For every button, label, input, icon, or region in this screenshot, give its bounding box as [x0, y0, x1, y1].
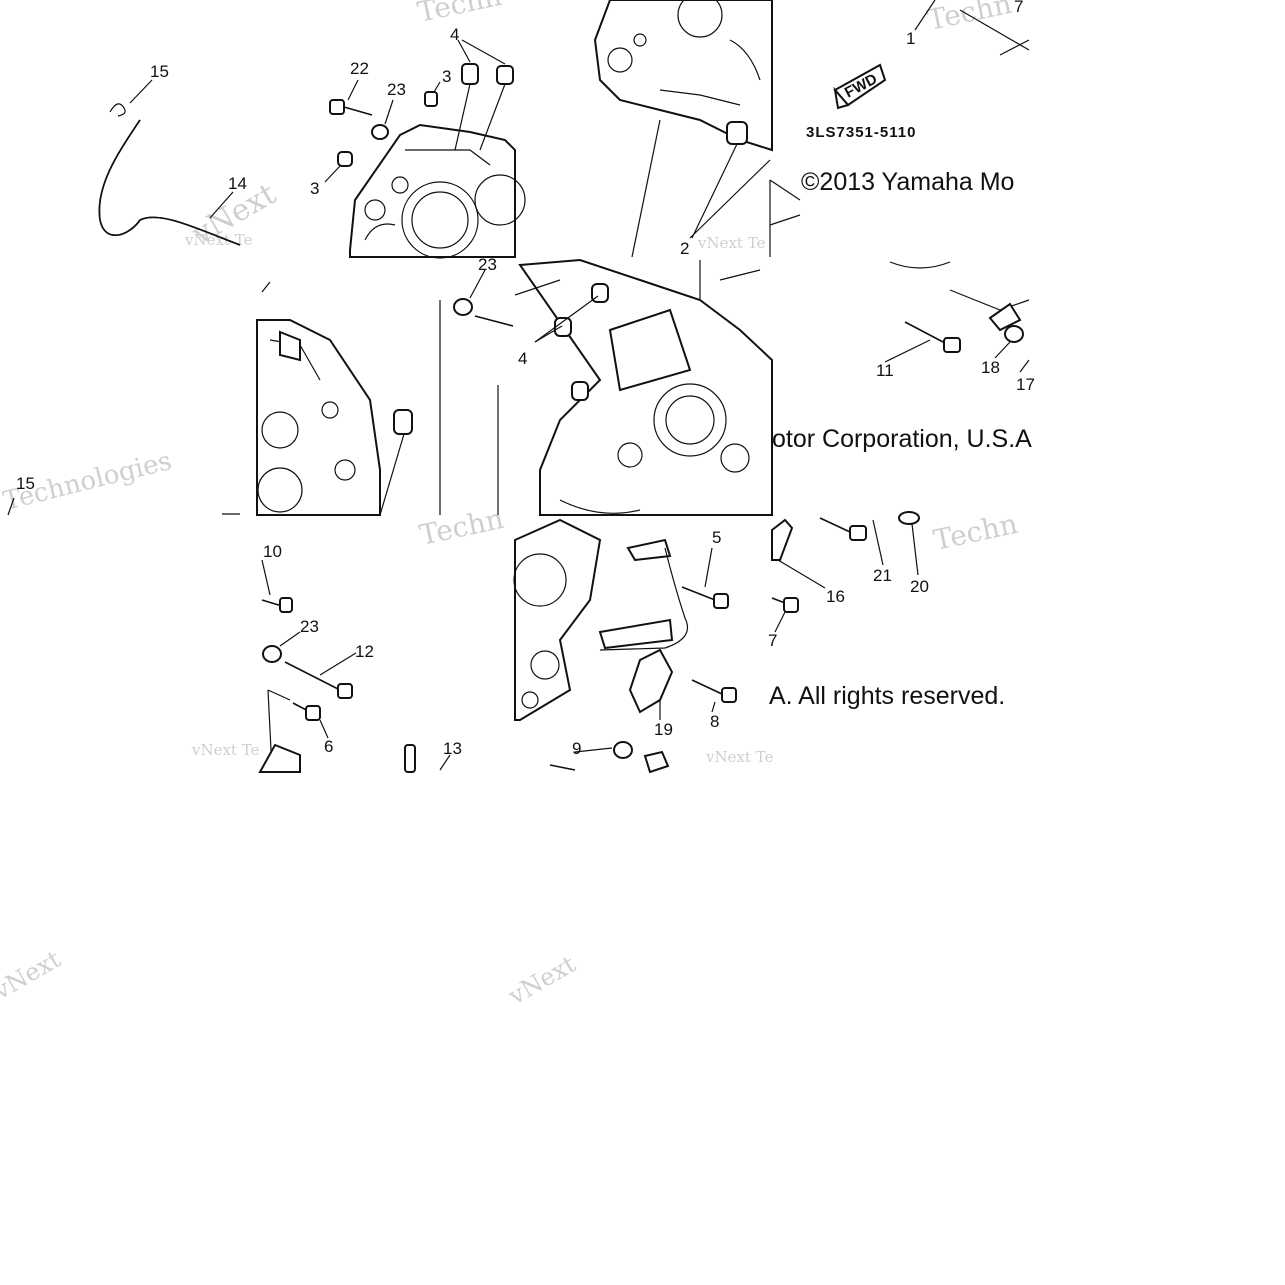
callout-9: 9 — [572, 739, 581, 758]
callout-16: 16 — [826, 587, 845, 606]
watermark-9: vNext Te — [191, 741, 260, 759]
crankcase-lower — [513, 518, 737, 774]
callout-21: 21 — [873, 566, 892, 585]
callout-20: 20 — [910, 577, 929, 596]
watermark-11: vNext — [0, 945, 66, 1006]
callout-18: 18 — [981, 358, 1000, 377]
callout-15: 15 — [16, 474, 35, 493]
callout-15: 15 — [150, 62, 169, 81]
crankcase-center — [514, 258, 773, 516]
callout-12: 12 — [355, 642, 374, 661]
left-fragment — [7, 497, 240, 516]
callout-23: 23 — [478, 255, 497, 274]
callout-7: 7 — [1014, 0, 1023, 16]
callout-23: 23 — [387, 80, 406, 99]
callout-2: 2 — [680, 239, 689, 258]
callout-3: 3 — [310, 179, 319, 198]
copyright-fragment-3: A. All rights reserved. — [769, 682, 1005, 710]
crankcase-right-parts — [884, 261, 1030, 373]
copyright-fragment-2: otor Corporation, U.S.A — [772, 425, 1032, 453]
callout-22: 22 — [350, 59, 369, 78]
watermark-2: Techn — [925, 0, 1015, 37]
bolt-group-left — [258, 559, 451, 773]
watermark-8: Techn — [931, 507, 1021, 557]
crankcase-mid-left — [256, 269, 514, 516]
callout-1: 1 — [906, 29, 915, 48]
callout-3: 3 — [442, 67, 451, 86]
copyright-fragment-1: ©2013 Yamaha Mo — [801, 168, 1014, 196]
callout-23: 23 — [300, 617, 319, 636]
hose-assembly — [98, 79, 241, 246]
callout-4: 4 — [450, 25, 459, 44]
callout-5: 5 — [712, 528, 721, 547]
callout-11: 11 — [876, 361, 894, 380]
watermark-7: Techn — [417, 502, 507, 552]
watermark-5: vNext Te — [697, 234, 766, 252]
watermark-1: Techn — [415, 0, 505, 29]
watermark-4: vNext Te — [184, 231, 253, 249]
callout-4: 4 — [518, 349, 527, 368]
callout-labels: 15 14 22 23 3 3 4 2 1 7 23 4 11 18 17 15… — [16, 0, 1035, 758]
part-code: 3LS7351-5110 — [806, 124, 916, 141]
bracket-group-right — [771, 511, 920, 633]
crankcase-upper-right — [593, 0, 773, 258]
callout-10: 10 — [263, 542, 282, 561]
callout-8: 8 — [710, 712, 719, 731]
callout-19: 19 — [654, 720, 673, 739]
callout-17: 17 — [1016, 375, 1035, 394]
fwd-indicator: FWD — [769, 0, 1030, 226]
callout-13: 13 — [443, 739, 462, 758]
crankcase-upper-left — [324, 39, 526, 259]
watermark-10: vNext Te — [705, 748, 774, 766]
watermark-12: vNext — [503, 950, 580, 1011]
callout-14: 14 — [228, 174, 247, 193]
callout-6: 6 — [324, 737, 333, 756]
callout-7: 7 — [768, 631, 777, 650]
